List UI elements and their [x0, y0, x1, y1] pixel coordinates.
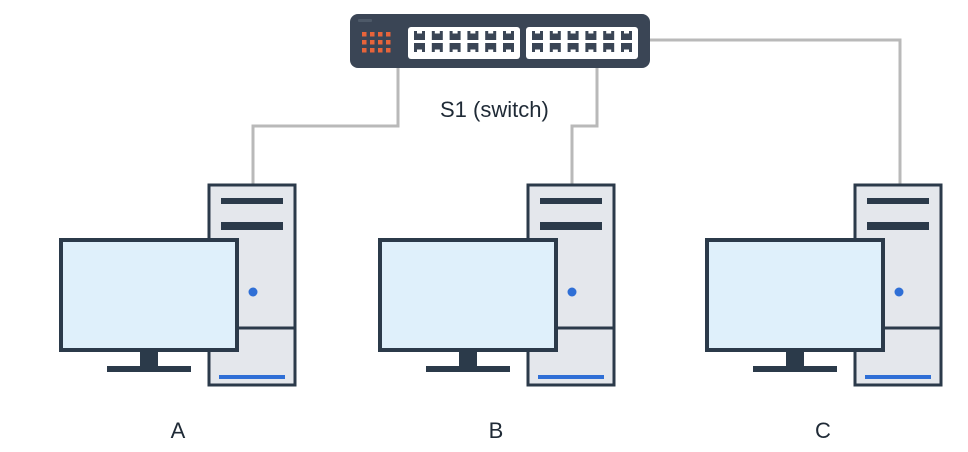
tower-base-strip: [219, 375, 285, 379]
computer-label-a: A: [170, 418, 186, 443]
desktop-computer-icon: [59, 183, 297, 387]
computers: [59, 183, 943, 387]
port: [485, 31, 497, 40]
port-latch: [588, 49, 594, 52]
port-latch: [535, 49, 540, 52]
port-latch: [452, 49, 458, 52]
port-latch: [417, 31, 422, 34]
led-dot: [370, 40, 375, 45]
port-latch: [434, 31, 440, 34]
network-switch-icon: [350, 14, 650, 68]
led-dot: [378, 40, 383, 45]
port-latch: [552, 49, 558, 52]
drive-bay: [540, 222, 602, 230]
port-latch: [606, 31, 612, 34]
monitor-stand: [753, 366, 837, 372]
monitor-screen: [705, 238, 885, 352]
port-latch: [452, 31, 458, 34]
monitor-screen: [378, 238, 558, 352]
tower-base-strip: [865, 375, 931, 379]
port: [603, 43, 615, 52]
desktop-computer-icon: [378, 183, 616, 387]
port: [603, 31, 615, 40]
port: [567, 31, 579, 40]
monitor-neck: [459, 352, 477, 368]
port-latch: [417, 49, 422, 52]
port: [449, 31, 461, 40]
led-dot: [378, 32, 383, 37]
port: [485, 43, 497, 52]
power-led: [248, 287, 258, 297]
port-latch: [506, 31, 511, 34]
port-latch: [470, 31, 476, 34]
monitor-screen: [59, 238, 239, 352]
desktop-computer-icon: [705, 183, 943, 387]
led-dot: [386, 48, 391, 53]
tower-base-strip: [538, 375, 604, 379]
led-dot: [370, 32, 375, 37]
switch-status-leds: [362, 32, 391, 53]
drive-bay: [867, 222, 929, 230]
port-latch: [624, 49, 629, 52]
drive-bay: [221, 222, 283, 230]
led-dot: [370, 48, 375, 53]
cable-b: [570, 64, 599, 188]
drive-bay: [540, 198, 602, 204]
port: [585, 43, 597, 52]
port: [503, 43, 514, 52]
port: [431, 31, 443, 40]
power-led: [894, 287, 904, 297]
port: [503, 31, 514, 40]
cable-c: [650, 38, 902, 188]
port: [467, 31, 479, 40]
led-dot: [386, 40, 391, 45]
port-latch: [434, 49, 440, 52]
monitor-stand: [107, 366, 191, 372]
port-latch: [552, 31, 558, 34]
port: [467, 43, 479, 52]
port-latch: [624, 31, 629, 34]
led-dot: [386, 32, 391, 37]
port: [414, 43, 425, 52]
port: [567, 43, 579, 52]
port: [585, 31, 597, 40]
monitor-neck: [786, 352, 804, 368]
drive-bay: [221, 198, 283, 204]
port: [621, 31, 632, 40]
port-latch: [535, 31, 540, 34]
switch-ports: [408, 27, 638, 59]
drive-bay: [867, 198, 929, 204]
port: [532, 43, 543, 52]
led-dot: [362, 48, 367, 53]
computer-label-c: C: [815, 418, 831, 443]
cables: [251, 38, 902, 188]
led-dot: [362, 40, 367, 45]
led-dot: [362, 32, 367, 37]
port-latch: [570, 31, 576, 34]
cable-a: [251, 60, 400, 188]
monitor-stand: [426, 366, 510, 372]
port-latch: [506, 49, 511, 52]
port-latch: [488, 31, 494, 34]
port: [532, 31, 543, 40]
port-latch: [488, 49, 494, 52]
power-led: [567, 287, 577, 297]
port-latch: [570, 49, 576, 52]
port: [414, 31, 425, 40]
monitor-neck: [140, 352, 158, 368]
port-latch: [470, 49, 476, 52]
led-dot: [378, 48, 383, 53]
port-latch: [588, 31, 594, 34]
computer-label-b: B: [488, 418, 504, 443]
port: [621, 43, 632, 52]
switch-label: S1 (switch): [440, 97, 549, 122]
port: [431, 43, 443, 52]
port: [549, 31, 561, 40]
port: [549, 43, 561, 52]
port: [449, 43, 461, 52]
port-latch: [606, 49, 612, 52]
